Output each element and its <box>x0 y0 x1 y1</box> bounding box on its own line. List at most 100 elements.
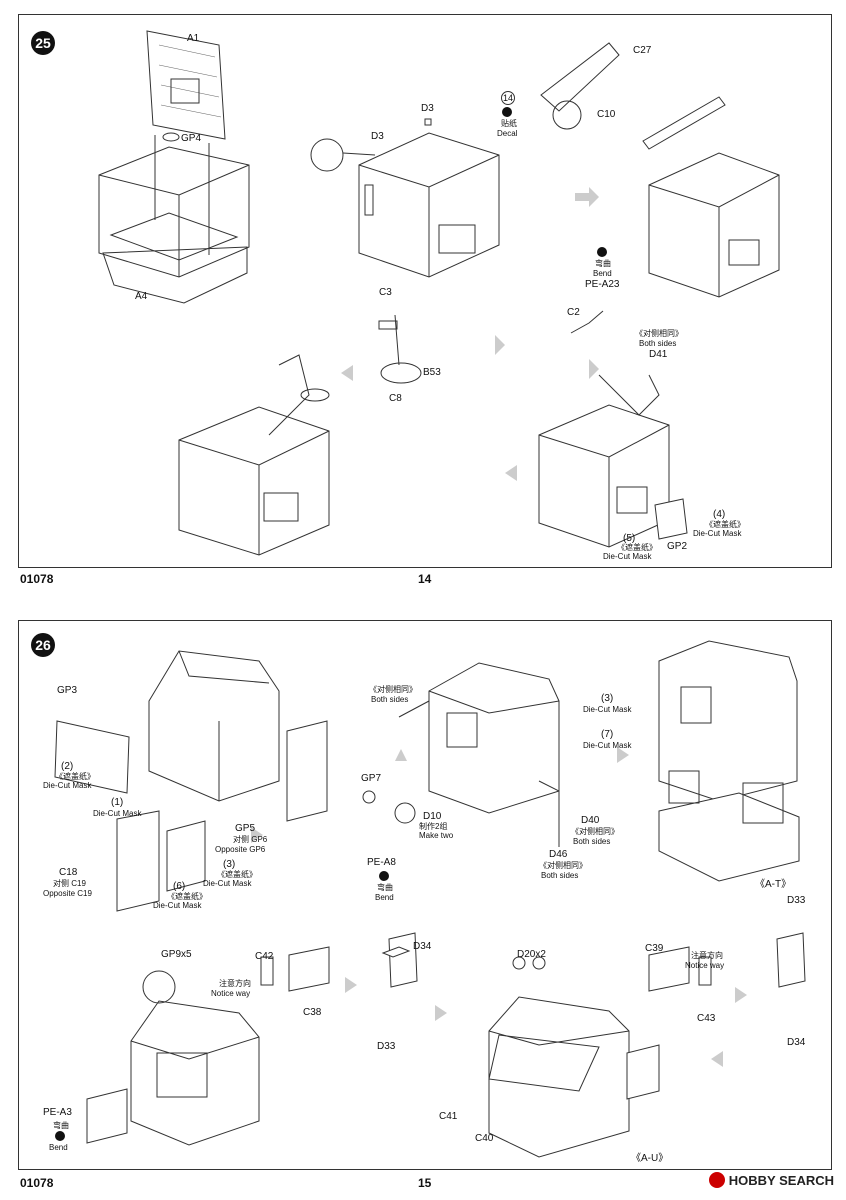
label-gp9x5: GP9x5 <box>161 949 192 960</box>
label-mask-6-en: Die-Cut Mask <box>153 901 202 910</box>
label-c19-cn: 对侧 C19 <box>53 879 86 888</box>
both-sides-1-cn: 《对侧相同》 <box>369 685 417 694</box>
decal-icon <box>502 107 512 117</box>
bend-icon-pe-a3 <box>55 1131 65 1141</box>
label-mask-5: (5) <box>623 533 636 544</box>
label-gp4: GP4 <box>181 133 202 144</box>
step-25-panel: 25 <box>18 14 832 568</box>
label-notice-2-cn: 注意方向 <box>691 951 723 960</box>
label-view-a-u: 《A-U》 <box>631 1153 669 1164</box>
label-pe-a3: PE-A3 <box>43 1107 72 1118</box>
label-mask-2-cn: 《遮盖纸》 <box>55 772 95 781</box>
label-a4: A4 <box>135 291 148 302</box>
label-c27: C27 <box>633 45 652 56</box>
bend-icon-pe-a8 <box>379 871 389 881</box>
label-d34-a: D34 <box>413 941 432 952</box>
label-mask-3: (3) <box>223 859 236 870</box>
label-d33-b: D33 <box>787 895 806 906</box>
label-d20x2: D20x2 <box>517 949 546 960</box>
label-c19-en: Opposite C19 <box>43 889 92 898</box>
label-c38: C38 <box>303 1007 322 1018</box>
label-notice-1-en: Notice way <box>211 989 251 998</box>
footer-code-bottom: 01078 <box>20 1176 54 1190</box>
both-sides-3-cn: 《对侧相同》 <box>539 861 587 870</box>
label-c8: C8 <box>389 393 402 404</box>
decal-label-en: Decal <box>497 129 518 138</box>
watermark: HOBBY SEARCH <box>708 1172 834 1188</box>
label-make-two-en: Make two <box>419 831 454 840</box>
cab-mirrors <box>428 662 560 814</box>
label-b53: B53 <box>423 367 441 378</box>
label-gp5: GP5 <box>235 823 256 834</box>
label-d3-a: D3 <box>421 103 434 114</box>
label-gp7: GP7 <box>361 773 382 784</box>
label-a1: A1 <box>187 33 200 44</box>
both-sides-cn: 《对侧相同》 <box>635 329 683 338</box>
both-sides-1-en: Both sides <box>371 695 409 704</box>
label-gp3: GP3 <box>57 685 78 696</box>
label-notice-2-en: Notice way <box>685 961 725 970</box>
label-mask-6-cn: 《遮盖纸》 <box>167 892 207 901</box>
label-d46: D46 <box>549 849 568 860</box>
page-number-top: 14 <box>418 572 432 586</box>
cab-frame-d3 <box>358 132 500 278</box>
both-sides-2-cn: 《对侧相同》 <box>571 827 619 836</box>
label-mask-4-en: Die-Cut Mask <box>693 529 742 538</box>
label-c41: C41 <box>439 1111 458 1122</box>
panel-a1 <box>146 30 226 140</box>
label-d33-a: D33 <box>377 1041 396 1052</box>
label-mask-5-cn: 《遮盖纸》 <box>617 543 657 552</box>
bend-label-en: Bend <box>593 269 612 278</box>
label-view-a-t: 《A-T》 <box>755 879 792 890</box>
step-26-panel: 26 <box>18 620 832 1170</box>
both-sides-en: Both sides <box>639 339 677 348</box>
label-bend-cn-pe-a3: 弯曲 <box>53 1121 69 1130</box>
label-make-two-cn: 制作2组 <box>419 822 448 831</box>
label-c43: C43 <box>697 1013 716 1024</box>
bend-icon <box>597 247 607 257</box>
cab-frame-dashboard <box>648 152 780 298</box>
cab-grille <box>130 1000 260 1146</box>
both-sides-2-en: Both sides <box>573 837 611 846</box>
label-gp6-en: Opposite GP6 <box>215 845 266 854</box>
label-c40: C40 <box>475 1133 494 1144</box>
bend-label-cn: 弯曲 <box>595 259 611 268</box>
label-mask-4-cn: 《遮盖纸》 <box>705 520 745 529</box>
label-mask-1-en: Die-Cut Mask <box>93 809 142 818</box>
label-d40: D40 <box>581 815 600 826</box>
label-bend-en-pe-a3: Bend <box>49 1143 68 1152</box>
label-d34-b: D34 <box>787 1037 806 1048</box>
step-25-badge: 25 <box>31 31 55 55</box>
step-25-artwork <box>98 30 780 556</box>
label-c42: C42 <box>255 951 274 962</box>
label-mask-3-cn: 《遮盖纸》 <box>217 870 257 879</box>
both-sides-3-en: Both sides <box>541 871 579 880</box>
label-notice-1-cn: 注意方向 <box>219 979 251 988</box>
label-c3: C3 <box>379 287 392 298</box>
label-bend-cn-pe-a8: 弯曲 <box>377 883 393 892</box>
cab-windshield-exploded <box>148 650 280 802</box>
page-number-bottom: 15 <box>418 1176 432 1190</box>
label-mask-7-en: Die-Cut Mask <box>583 741 632 750</box>
label-d41: D41 <box>649 349 668 360</box>
label-gp6-cn: 对侧 GP6 <box>233 835 268 844</box>
label-mask-2: (2) <box>61 761 74 772</box>
decal-label-cn: 贴纸 <box>501 119 517 128</box>
label-pe-a8: PE-A8 <box>367 857 396 868</box>
cab-result-left <box>178 406 330 556</box>
label-mask-6: (6) <box>173 881 186 892</box>
label-c2: C2 <box>567 307 580 318</box>
footer-code-top: 01078 <box>20 572 54 586</box>
label-c39: C39 <box>645 943 664 954</box>
label-d3-b: D3 <box>371 131 384 142</box>
label-d10: D10 <box>423 811 442 822</box>
label-mask-3b: (3) <box>601 693 614 704</box>
label-mask-3b-en: Die-Cut Mask <box>583 705 632 714</box>
label-mask-1: (1) <box>111 797 124 808</box>
label-mask-2-en: Die-Cut Mask <box>43 781 92 790</box>
cab-a-t-view <box>658 640 800 882</box>
step-26-badge: 26 <box>31 633 55 657</box>
label-mask-4: (4) <box>713 509 726 520</box>
watermark-text: HOBBY SEARCH <box>728 1172 834 1188</box>
cab-a-u-view <box>488 996 630 1158</box>
